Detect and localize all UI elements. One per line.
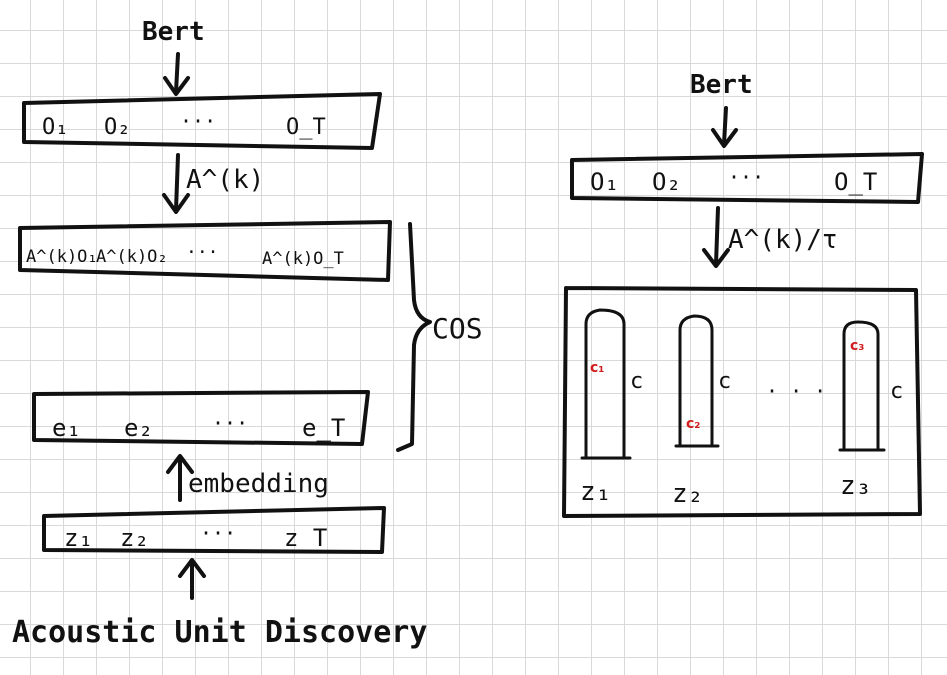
left-et: e_T <box>302 414 345 442</box>
left-transform-arrow <box>162 153 190 214</box>
left-ao-ellipsis: ··· <box>186 242 219 263</box>
left-o-ellipsis: ··· <box>180 109 216 133</box>
left-e1: e₁ <box>52 414 81 442</box>
column-2-size: c <box>718 369 731 394</box>
column-2-label: z₂ <box>672 479 703 509</box>
left-ao2: A^(k)O₂ <box>96 247 168 267</box>
right-o-ellipsis: ··· <box>728 165 764 189</box>
cos-brace <box>396 222 432 452</box>
column-1-size: c <box>630 369 643 394</box>
left-z-box <box>42 506 386 554</box>
column-2 <box>674 314 720 448</box>
left-ao1: A^(k)O₁ <box>26 247 98 267</box>
left-e2: e₂ <box>124 414 153 442</box>
embedding-label: embedding <box>188 469 329 499</box>
left-z2: z₂ <box>120 524 149 552</box>
left-aot: A^(k)O_T <box>262 249 344 269</box>
right-transform-arrow <box>702 206 730 268</box>
left-z1: z₁ <box>64 524 93 552</box>
left-ao-box <box>18 220 392 282</box>
column-1 <box>580 308 632 460</box>
left-e-ellipsis: ··· <box>212 411 248 435</box>
highlight-c1: c₁ <box>590 360 604 376</box>
right-o-box <box>570 152 924 204</box>
cos-label: COS <box>432 312 483 345</box>
left-bert-label: Bert <box>142 17 205 47</box>
left-o-box <box>22 92 382 150</box>
left-bert-arrow <box>163 52 190 96</box>
column-3-size: c <box>890 379 903 404</box>
right-o1: O₁ <box>590 168 619 196</box>
right-ot: O_T <box>834 168 877 196</box>
source-label: Acoustic Unit Discovery <box>12 615 427 650</box>
column-3-label: z₃ <box>840 471 871 501</box>
embedding-arrow <box>166 454 194 502</box>
left-transform-label: A^(k) <box>186 165 264 195</box>
highlight-c3: c₃ <box>850 338 864 354</box>
highlight-c2: c₂ <box>686 416 700 432</box>
right-bert-arrow <box>711 106 738 148</box>
right-transform-label: A^(k)/τ <box>728 225 838 255</box>
left-z-ellipsis: ··· <box>200 521 236 545</box>
left-ot: O_T <box>286 115 326 140</box>
left-zt: z_T <box>284 524 327 552</box>
columns-ellipsis: · · · <box>766 379 826 403</box>
right-bert-label: Bert <box>690 70 753 100</box>
left-o2: O₂ <box>104 115 131 140</box>
left-e-box <box>32 390 370 446</box>
left-o1: O₁ <box>42 115 69 140</box>
matrix-box <box>562 286 922 518</box>
column-1-label: z₁ <box>580 477 611 507</box>
column-3 <box>838 320 886 452</box>
source-arrow <box>178 558 206 600</box>
right-o2: O₂ <box>652 168 681 196</box>
